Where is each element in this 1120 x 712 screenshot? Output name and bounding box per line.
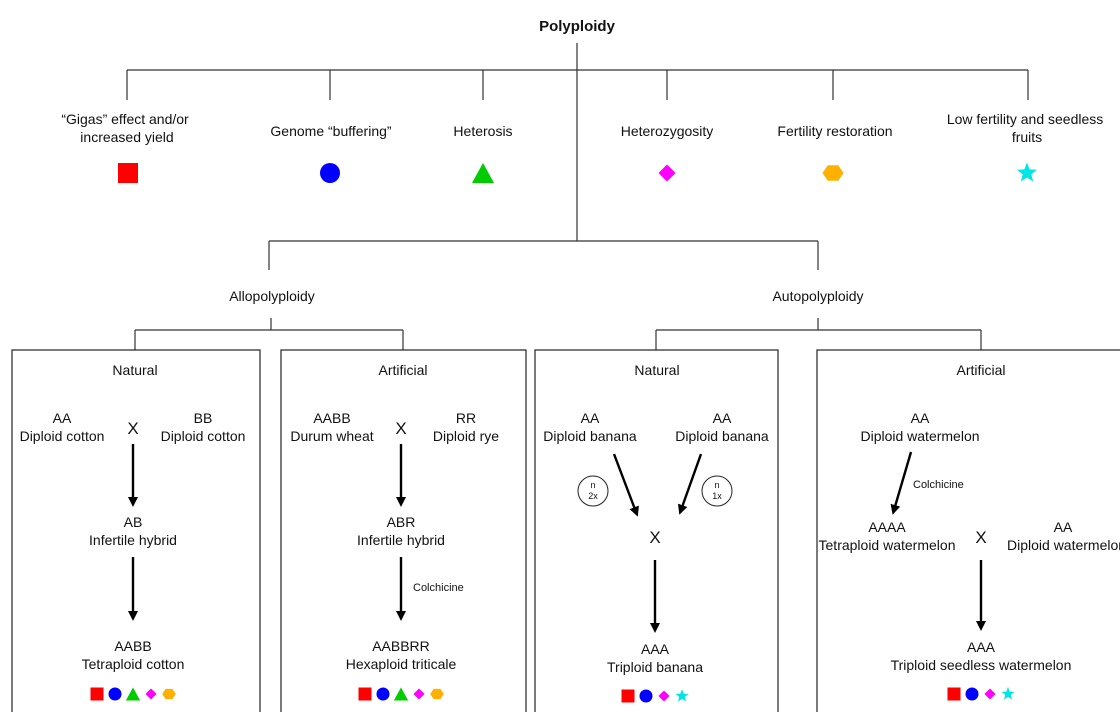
parent1-genome: AABB [313, 410, 350, 426]
triangle-icon [472, 163, 494, 183]
triangle-icon [393, 687, 409, 701]
trait-icon-row [358, 687, 444, 701]
box-allo-natural: Natural AA Diploid cotton X BB Diploid c… [11, 349, 261, 712]
allopolyploidy-label: Allopolyploidy [229, 288, 315, 304]
cross-symbol: X [649, 528, 660, 547]
hexagon-icon [822, 165, 844, 181]
parent1-name: Diploid watermelon [860, 428, 979, 444]
autopolyploidy-label: Autopolyploidy [772, 288, 863, 304]
diamond-icon [413, 688, 425, 700]
parent2-genome: RR [456, 410, 476, 426]
parent1-name: Diploid cotton [20, 428, 105, 444]
trait-heterozygosity-label: Heterozygosity [621, 123, 714, 139]
triangle-icon [125, 687, 141, 701]
treatment-label: Colchicine [413, 582, 464, 594]
diamond-icon [984, 688, 996, 700]
box-auto-natural: Natural AA Diploid banana AA Diploid ban… [534, 349, 779, 712]
hexagon-icon [162, 688, 176, 700]
square-icon [621, 689, 635, 703]
box-auto-artificial: Artificial AA Diploid watermelon Colchic… [816, 349, 1120, 712]
circle-icon [108, 687, 122, 701]
trait-fertility-restoration-label: Fertility restoration [777, 123, 892, 139]
trait-labels: “Gigas” effect and/or increased yield Ge… [61, 111, 1107, 145]
result-name: Triploid banana [607, 659, 703, 675]
tetraploid-name: Tetraploid watermelon [819, 537, 956, 553]
circle-icon [965, 687, 979, 701]
box-title: Artificial [956, 362, 1005, 378]
box-allo-artificial: Artificial AABB Durum wheat X RR Diploid… [280, 349, 527, 712]
mid-tree-connectors [268, 240, 819, 270]
hybrid-genome: AB [124, 514, 143, 530]
gamete-2x-badge: n 2x [577, 475, 609, 507]
trait-icon-row [90, 687, 176, 701]
lower-tree-connectors [134, 318, 982, 350]
circle-icon [376, 687, 390, 701]
diamond-icon [658, 690, 670, 702]
parent1-genome: AA [581, 410, 600, 426]
parent2-name: Diploid banana [675, 428, 769, 444]
star-icon [675, 689, 689, 702]
star-icon [1001, 687, 1015, 700]
trait-low-fertility-label: Low fertility and seedless fruits [947, 111, 1107, 145]
cross-symbol: X [127, 419, 138, 438]
square-icon [118, 163, 138, 183]
trait-gigas-label: “Gigas” effect and/or increased yield [61, 111, 192, 145]
hexagon-icon [430, 688, 444, 700]
result-genome: AABBRR [372, 638, 430, 654]
tetraploid-genome: AAAA [868, 519, 906, 535]
box-title: Natural [634, 362, 679, 378]
square-icon [90, 687, 104, 701]
arrow [677, 453, 703, 515]
parent1-genome: AA [911, 410, 930, 426]
parent2-genome: AA [1054, 519, 1073, 535]
hybrid-genome: ABR [387, 514, 416, 530]
svg-text:n: n [714, 480, 719, 490]
parent1-name: Durum wheat [290, 428, 373, 444]
parent1-genome: AA [53, 410, 72, 426]
result-genome: AABB [114, 638, 151, 654]
top-tree-connectors [126, 43, 1029, 241]
result-name: Triploid seedless watermelon [891, 657, 1072, 673]
svg-text:1x: 1x [712, 491, 722, 501]
trait-icons [118, 162, 1037, 183]
result-genome: AAA [641, 641, 670, 657]
diamond-icon [145, 688, 157, 700]
arrow [890, 451, 913, 515]
star-icon [1017, 162, 1037, 182]
box-title: Artificial [378, 362, 427, 378]
hybrid-name: Infertile hybrid [357, 532, 445, 548]
diagram-title: Polyploidy [539, 18, 616, 35]
svg-text:2x: 2x [588, 491, 598, 501]
square-icon [947, 687, 961, 701]
parent2-genome: AA [713, 410, 732, 426]
parent1-name: Diploid banana [543, 428, 637, 444]
trait-icon-row [621, 689, 689, 703]
trait-icon-row [947, 687, 1015, 701]
svg-text:n: n [590, 480, 595, 490]
parent2-name: Diploid rye [433, 428, 499, 444]
arrow [612, 453, 639, 517]
diamond-icon [658, 164, 676, 182]
box-title: Natural [112, 362, 157, 378]
trait-buffering-label: Genome “buffering” [270, 123, 391, 139]
parent2-name: Diploid watermelon [1007, 537, 1120, 553]
parent2-name: Diploid cotton [161, 428, 246, 444]
result-genome: AAA [967, 639, 996, 655]
cross-symbol: X [395, 419, 406, 438]
circle-icon [639, 689, 653, 703]
hybrid-name: Infertile hybrid [89, 532, 177, 548]
circle-icon [320, 163, 340, 183]
result-name: Tetraploid cotton [82, 656, 185, 672]
gamete-1x-badge: n 1x [701, 475, 733, 507]
result-name: Hexaploid triticale [346, 656, 457, 672]
treatment-label: Colchicine [913, 479, 964, 491]
cross-symbol: X [975, 528, 986, 547]
trait-heterosis-label: Heterosis [453, 123, 512, 139]
parent2-genome: BB [194, 410, 213, 426]
square-icon [358, 687, 372, 701]
